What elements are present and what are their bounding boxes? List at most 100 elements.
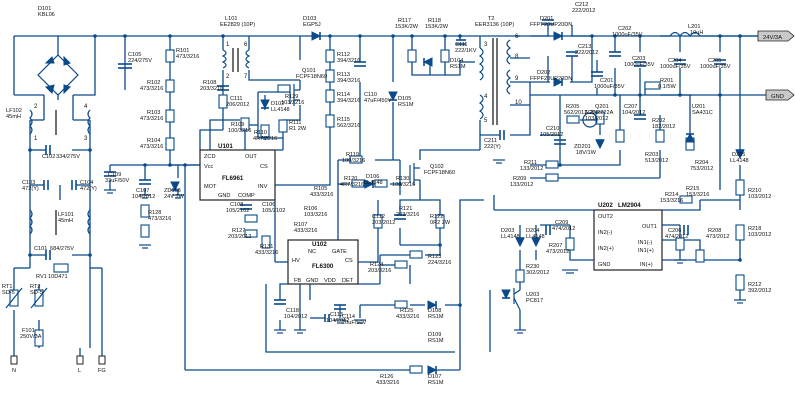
r108-ref: R108	[203, 80, 216, 86]
r202-val: 182/2012	[652, 124, 675, 130]
d204-ref: D204	[526, 228, 539, 234]
pin-num-t2-4: 4	[484, 94, 488, 100]
u202-name: LM2904	[618, 202, 641, 209]
r203-ref: R203	[645, 152, 658, 158]
output-gnd-label: GND	[771, 94, 784, 100]
bridge-rectifier-d101	[37, 36, 79, 100]
r120-ref: R120	[344, 176, 357, 182]
d203-val: LL4148	[501, 234, 520, 240]
pin-num-lf102-1: 1	[34, 136, 38, 142]
u101-pin-zcd: ZCD	[204, 154, 216, 160]
r122-ref: R122	[430, 214, 443, 220]
zd103-val: 24V 1W	[164, 194, 185, 200]
c211-val: 222(Y)	[484, 144, 501, 150]
r129-val: 103/3216	[281, 100, 304, 106]
c105-val: 224/275V	[128, 58, 152, 64]
r121-val: 203/3216	[396, 212, 419, 218]
pin-num-lf102-4: 4	[84, 104, 88, 110]
c207-val: 104/2012	[622, 110, 645, 116]
r118-val: 153K/2W	[425, 24, 449, 30]
r119-val: 100/3216	[342, 158, 365, 164]
input-terminals: N L FG	[10, 355, 106, 374]
d201-ref: D201	[540, 16, 553, 22]
r115-val: 562/3216	[337, 123, 360, 129]
c118-val: 104/2012	[284, 314, 307, 320]
input-fg-label: FG	[98, 368, 106, 374]
r127-val: 203/2012	[228, 234, 251, 240]
q101-ref: Q101	[302, 68, 316, 74]
r110-ref: R110	[254, 130, 267, 136]
c113-ref: C113	[330, 312, 343, 318]
r124-ref: R124	[370, 262, 383, 268]
d107-ref: D107	[428, 374, 441, 380]
c212-ref: C212	[575, 2, 588, 8]
c213-ref: C213	[578, 44, 591, 50]
c213-val: 222/2012	[575, 50, 598, 56]
r122-val: 0R2 2W	[430, 220, 451, 226]
pin-num-l101-6: 6	[244, 42, 248, 48]
r212-ref: R212	[748, 282, 761, 288]
r218-ref: R218	[748, 226, 761, 232]
r204-val: 753/2012	[690, 166, 713, 172]
u102-pin-gate: GATE	[332, 249, 347, 255]
c205-val: 1000uF/35V	[700, 64, 731, 70]
r214-val: 153/3216	[660, 198, 683, 204]
mosfet-q101	[289, 84, 300, 106]
junction-dots	[28, 34, 742, 307]
r114-ref: R114	[337, 92, 350, 98]
d202-ref: D202	[537, 70, 550, 76]
q101-val: FCPF18N60	[296, 74, 327, 80]
d107-val: RS1M	[428, 380, 444, 386]
transformer-l101	[221, 48, 251, 72]
pin-num-l101-7: 7	[244, 74, 248, 80]
c106-val: 105/2102	[262, 208, 285, 214]
r204-ref: R204	[695, 160, 708, 166]
u203-val: PC817	[526, 298, 543, 304]
u101-pin-inv: INV	[258, 184, 268, 190]
lf101-val: 45mH	[58, 218, 73, 224]
d101-ref: D101	[38, 6, 51, 12]
transformer-t2	[478, 38, 512, 125]
r101-val: 473/3216	[176, 54, 199, 60]
d103-ref: D103	[303, 16, 316, 22]
d106-val: LL4148	[364, 180, 383, 186]
r130-ref: R130	[396, 176, 409, 182]
r107-val: 433/3216	[294, 228, 317, 234]
r102-ref: R102	[147, 80, 160, 86]
r111-ref: R111	[289, 120, 302, 126]
common-mode-choke-lf101	[29, 209, 91, 235]
input-l-label: L	[78, 368, 81, 374]
r113-val: 394/3216	[337, 78, 360, 84]
d109-ref: D109	[428, 332, 441, 338]
t2-val: EER3136 (10P)	[475, 22, 514, 28]
u202-ref: U202	[598, 202, 613, 209]
c101-ref: C101	[34, 246, 47, 252]
c203-ref: C203	[632, 56, 645, 62]
ground-symbols	[104, 159, 746, 334]
c107-val: 104/2012	[132, 194, 155, 200]
c204-ref: C204	[668, 58, 681, 64]
r126-val: 433/3216	[376, 380, 399, 386]
output-24v-label: 24V/3A	[763, 35, 782, 41]
u102-pin-gnd: GND	[306, 278, 318, 284]
r107-ref: R107	[294, 222, 307, 228]
r124-val: 203/3216	[368, 268, 391, 274]
r128-ref: R128	[148, 210, 161, 216]
c207-ref: C207	[624, 104, 637, 110]
r117-val: 153K/2W	[395, 24, 419, 30]
pin-num-t2-10: 10	[515, 100, 522, 106]
u101-body	[199, 149, 276, 201]
mosfet-q102	[409, 163, 420, 185]
r202-ref: R202	[652, 118, 665, 124]
pin-numbers: 1 6 2 7 3 4 5 6 8 9 10 2 4 1 3	[34, 34, 522, 142]
u101-pin-mot: MOT	[204, 184, 217, 190]
q201-ref: Q201	[595, 104, 609, 110]
zd103-ref: ZD103	[164, 188, 181, 194]
r123-val: 224/3216	[428, 260, 451, 266]
t2-ref: T2	[488, 16, 495, 22]
r209-ref: R209	[513, 176, 526, 182]
u202-pin-out2: OUT2	[598, 214, 613, 220]
c202-ref: C202	[618, 26, 631, 32]
c110-val: 47uF/450V	[364, 98, 392, 104]
r119-ref: R119	[346, 152, 359, 158]
